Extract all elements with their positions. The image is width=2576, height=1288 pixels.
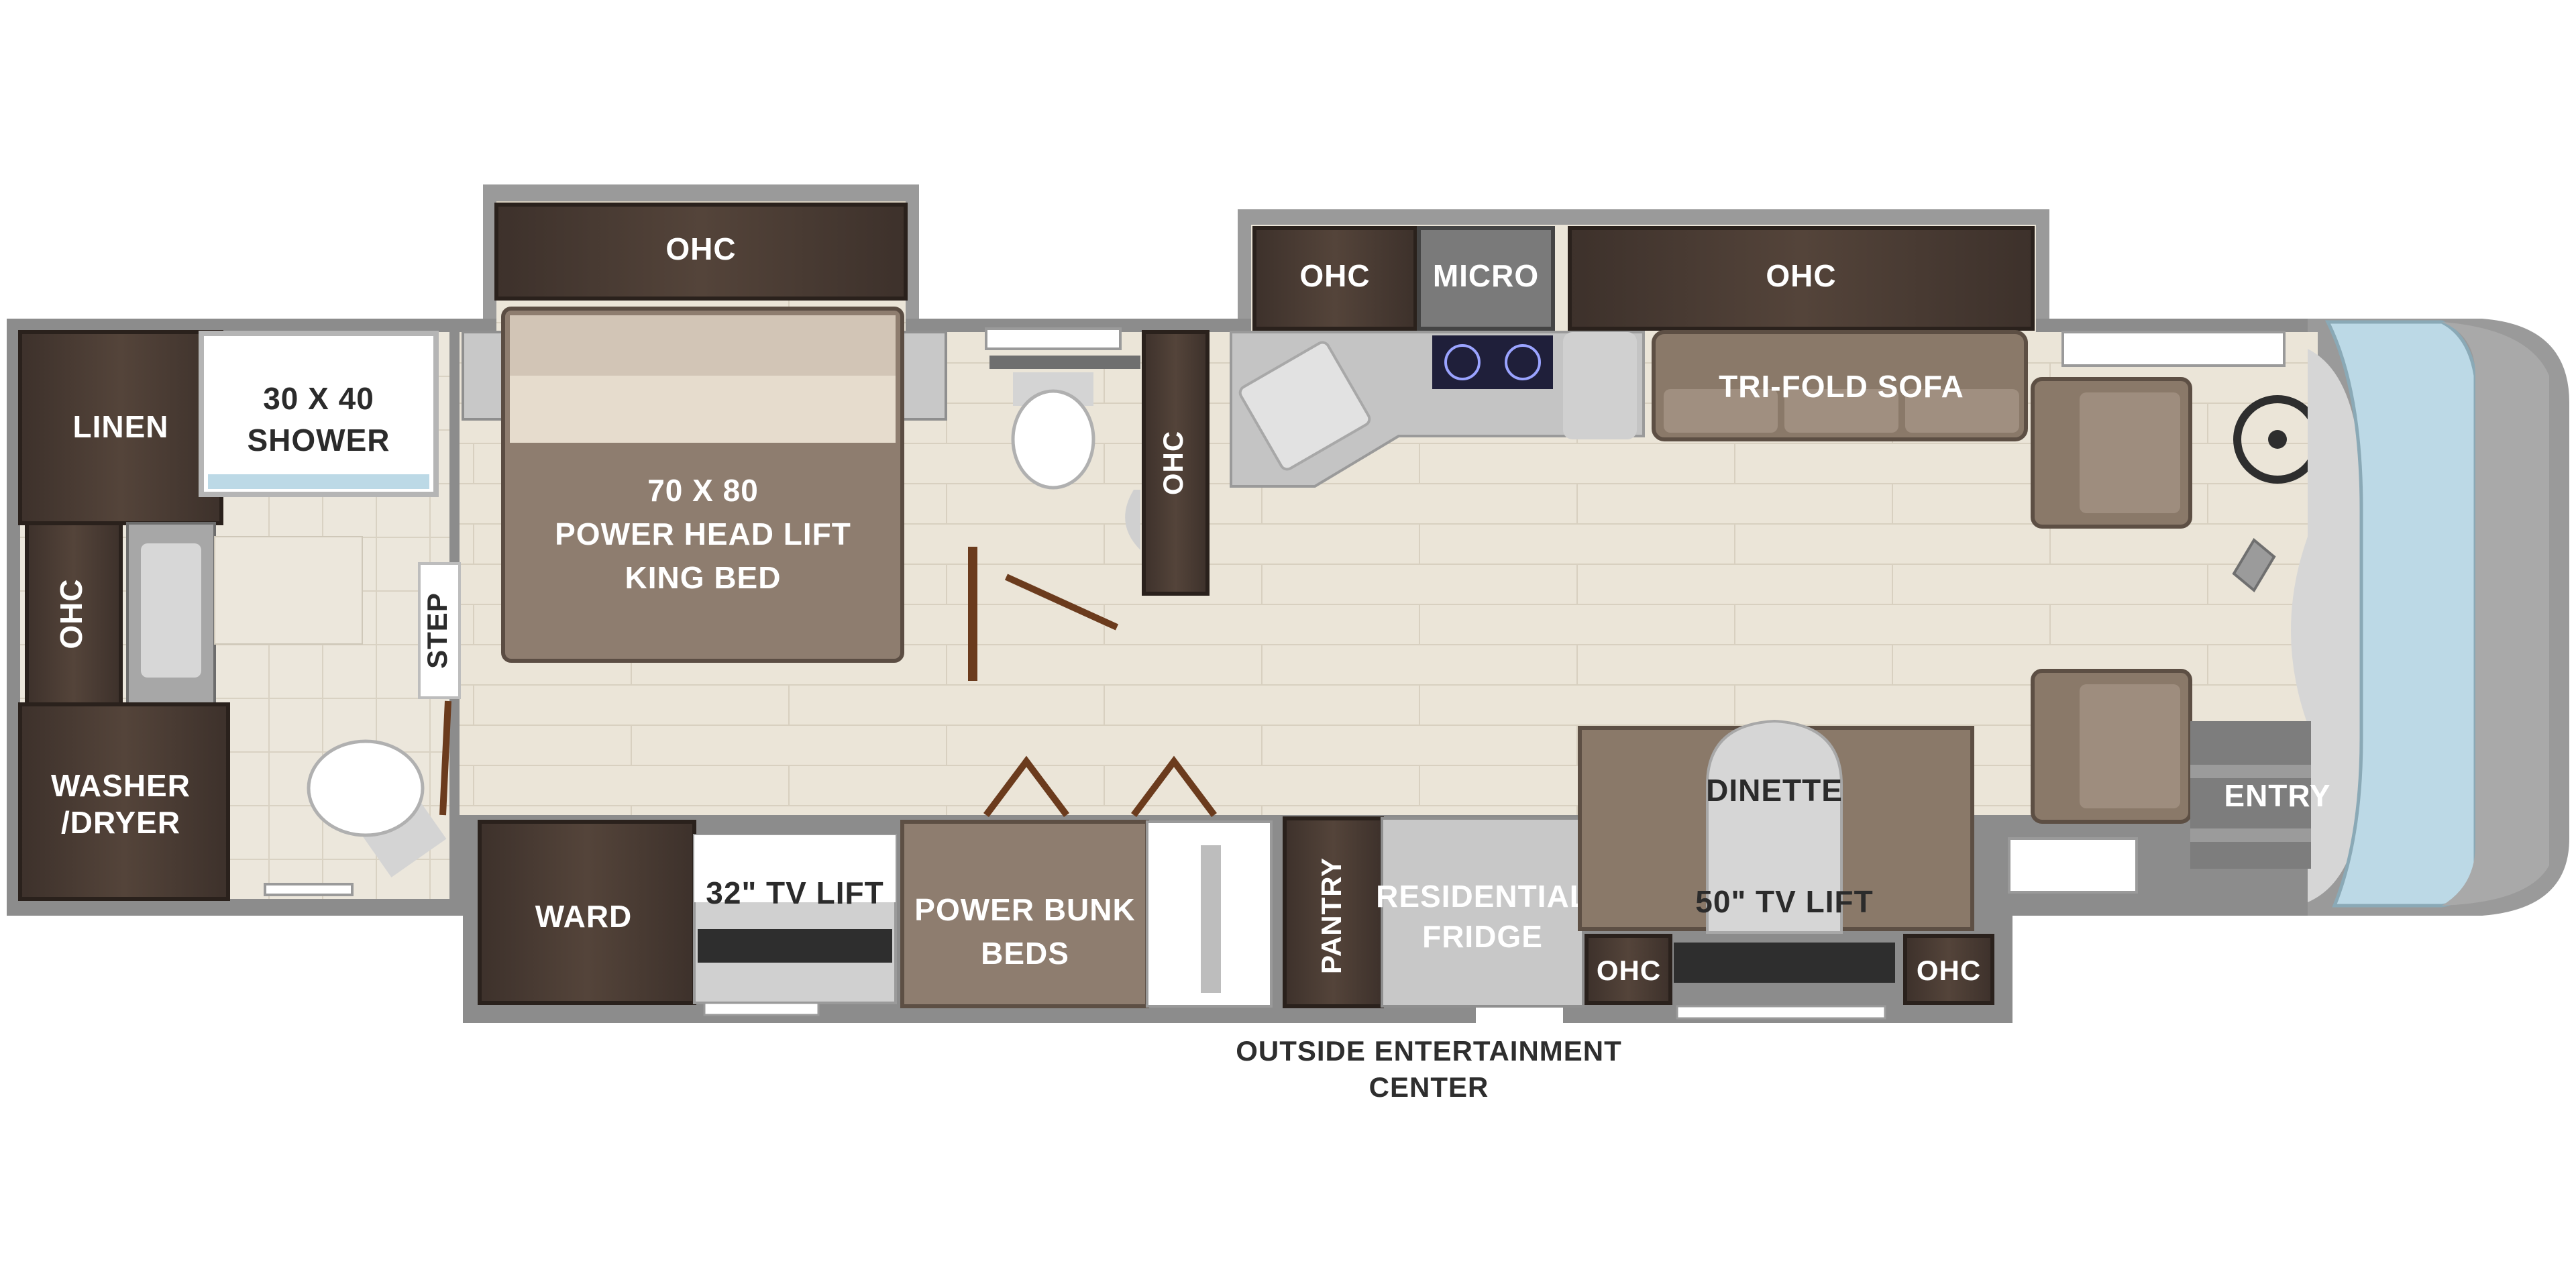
wardrobe — [478, 820, 696, 1005]
rear-toilet — [307, 739, 447, 877]
bed-size-label: 70 X 80 — [647, 473, 759, 508]
living-slide: OHC MICRO OHC TRI-FOLD SOFA — [1230, 226, 2035, 488]
outside-entertainment-caption: OUTSIDE ENTERTAINMENT CENTER — [1087, 1033, 1771, 1106]
mid-toilet — [1011, 372, 1095, 490]
cockpit: ENTRY — [2008, 320, 2549, 908]
dinette-ohc-left — [1585, 934, 1672, 1005]
dinette-label: DINETTE — [1706, 773, 1843, 808]
ward-label: WARD — [535, 899, 633, 934]
washer-dryer — [18, 702, 230, 901]
washer-label: WASHER — [51, 768, 191, 803]
step — [418, 562, 461, 699]
passenger-seat — [2031, 669, 2192, 824]
bedroom: OHC 70 X 80 POWER HEAD LIFT KING BED — [462, 203, 947, 663]
hall-ohc — [1142, 330, 1210, 596]
hall-ohc-label: OHC — [1157, 431, 1189, 495]
microwave — [1417, 226, 1555, 331]
dryer-label: /DRYER — [61, 805, 180, 840]
shower-size-label: 30 X 40 — [263, 381, 374, 416]
step-label: STEP — [421, 592, 453, 669]
bed-lift-label: POWER HEAD LIFT — [555, 517, 851, 551]
dinette-table — [1706, 719, 1843, 934]
bunk-label-1: POWER BUNK — [914, 892, 1135, 927]
linen-label: LINEN — [73, 409, 169, 444]
tv-lift-50-label: 50" TV LIFT — [1695, 884, 1873, 919]
shower-label: SHOWER — [248, 423, 390, 458]
bath-ohc-label: OHC — [54, 578, 89, 649]
living-ohc — [1568, 226, 2035, 331]
bunk-beds — [900, 820, 1149, 1008]
entry-steps — [2190, 721, 2311, 869]
bedroom-ohc-label: OHC — [665, 231, 736, 266]
pantry-label: PANTRY — [1316, 857, 1347, 974]
bed-type-label: KING BED — [625, 560, 782, 595]
kitchen-ohc — [1252, 226, 1417, 331]
micro-label: MICRO — [1433, 258, 1539, 293]
living-ohc-label: OHC — [1766, 258, 1836, 293]
dinette-ohc-right-label: OHC — [1917, 955, 1981, 986]
caption-line-2: CENTER — [1368, 1071, 1489, 1103]
entry-label: ENTRY — [2224, 778, 2330, 813]
cooktop — [1432, 335, 1553, 389]
dinette-ohc-right — [1903, 934, 1994, 1005]
dinette-ohc-left-label: OHC — [1597, 955, 1661, 986]
tri-fold-sofa: TRI-FOLD SOFA — [1652, 330, 2028, 441]
dinette: DINETTE 50" TV LIFT — [1578, 719, 1974, 934]
bottom-slide: WARD 32" TV LIFT POWER BUNK BEDS PANTRY … — [478, 719, 1994, 1020]
kitchen-sink — [1238, 341, 1371, 471]
bunk-label-2: BEDS — [981, 936, 1069, 971]
tv-lift-32-label: 32" TV LIFT — [706, 875, 883, 910]
nightstand-right — [901, 331, 947, 421]
fridge-label-2: FRIDGE — [1422, 919, 1543, 954]
nightstand-left — [462, 331, 504, 421]
rear-bath: LINEN 30 X 40 SHOWER OHC WASHER /DRYER S… — [18, 330, 461, 901]
kitchen-ohc-label: OHC — [1299, 258, 1370, 293]
mid-bath: OHC — [968, 327, 1210, 681]
driver-seat — [2031, 377, 2192, 529]
pantry — [1283, 816, 1384, 1008]
fridge-label-1: RESIDENTIAL — [1376, 879, 1589, 914]
linen-cabinet — [18, 330, 223, 525]
residential-fridge — [1381, 817, 1585, 1008]
sofa-label: TRI-FOLD SOFA — [1719, 369, 1964, 404]
windshield — [2324, 320, 2477, 908]
bedroom-ohc — [494, 203, 908, 301]
shower — [199, 331, 439, 497]
caption-line-1: OUTSIDE ENTERTAINMENT — [1236, 1035, 1622, 1067]
